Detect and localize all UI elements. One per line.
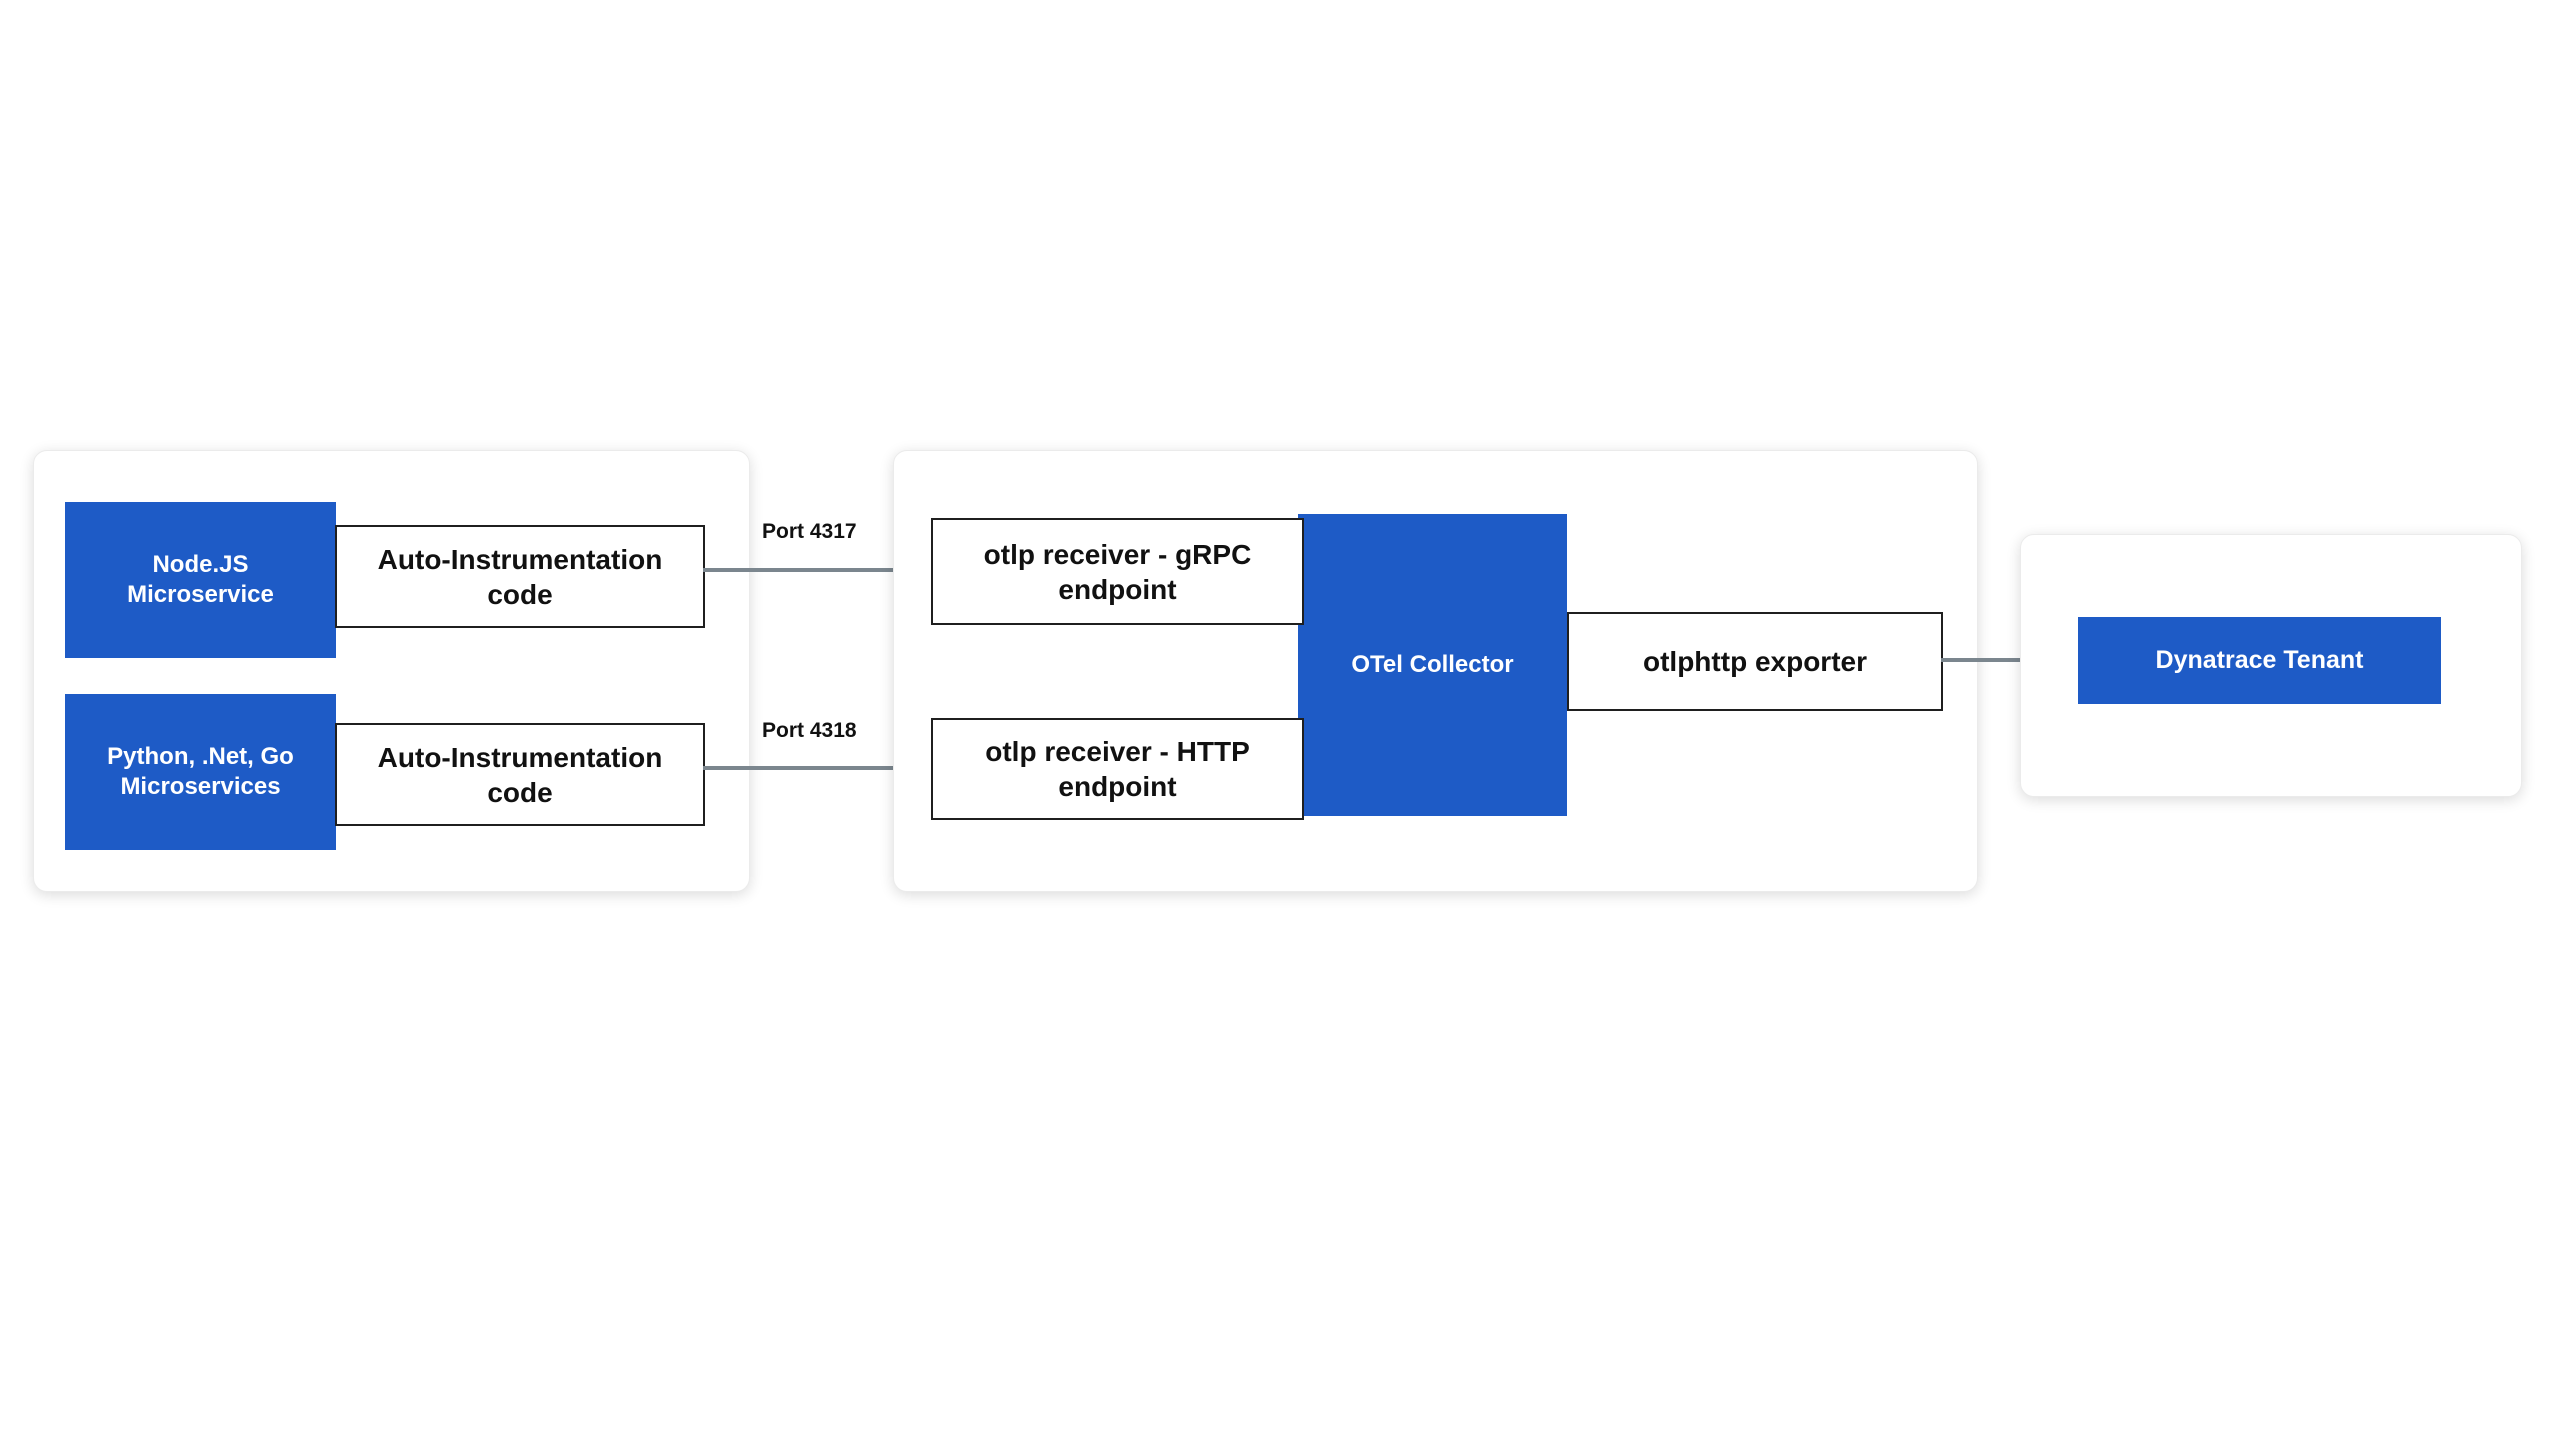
otlphttp-exporter-box: otlphttp exporter [1567, 612, 1943, 711]
auto-instrumentation-box-2: Auto-Instrumentation code [335, 723, 705, 826]
python-net-go-microservices-label: Python, .Net, Go Microservices [107, 743, 294, 800]
port-4317-label: Port 4317 [762, 520, 857, 543]
nodejs-microservice-box: Node.JS Microservice [65, 502, 336, 658]
otel-collector-box: OTel Collector [1298, 514, 1567, 816]
port-4318-label: Port 4318 [762, 719, 857, 742]
dynatrace-tenant-label: Dynatrace Tenant [2155, 645, 2364, 674]
otlp-receiver-grpc-label: otlp receiver - gRPC endpoint [983, 538, 1252, 605]
arrow-line [1941, 658, 2056, 662]
otel-collector-label: OTel Collector [1351, 651, 1514, 678]
auto-instrumentation-box-1: Auto-Instrumentation code [335, 525, 705, 628]
otlp-receiver-http-label: otlp receiver - HTTP endpoint [985, 736, 1250, 802]
nodejs-microservice-label: Node.JS Microservice [127, 551, 274, 608]
otlp-receiver-http-box: otlp receiver - HTTP endpoint [931, 718, 1304, 820]
python-net-go-microservices-box: Python, .Net, Go Microservices [65, 694, 336, 850]
dynatrace-tenant-box: Dynatrace Tenant [2078, 617, 2441, 704]
arrow-line [703, 766, 912, 770]
auto-instrumentation-label-2: Auto-Instrumentation code [377, 741, 663, 808]
otlphttp-exporter-label: otlphttp exporter [1643, 646, 1867, 677]
auto-instrumentation-label-1: Auto-Instrumentation code [377, 543, 663, 610]
otlp-receiver-grpc-box: otlp receiver - gRPC endpoint [931, 518, 1304, 625]
arrow-line [703, 568, 912, 572]
